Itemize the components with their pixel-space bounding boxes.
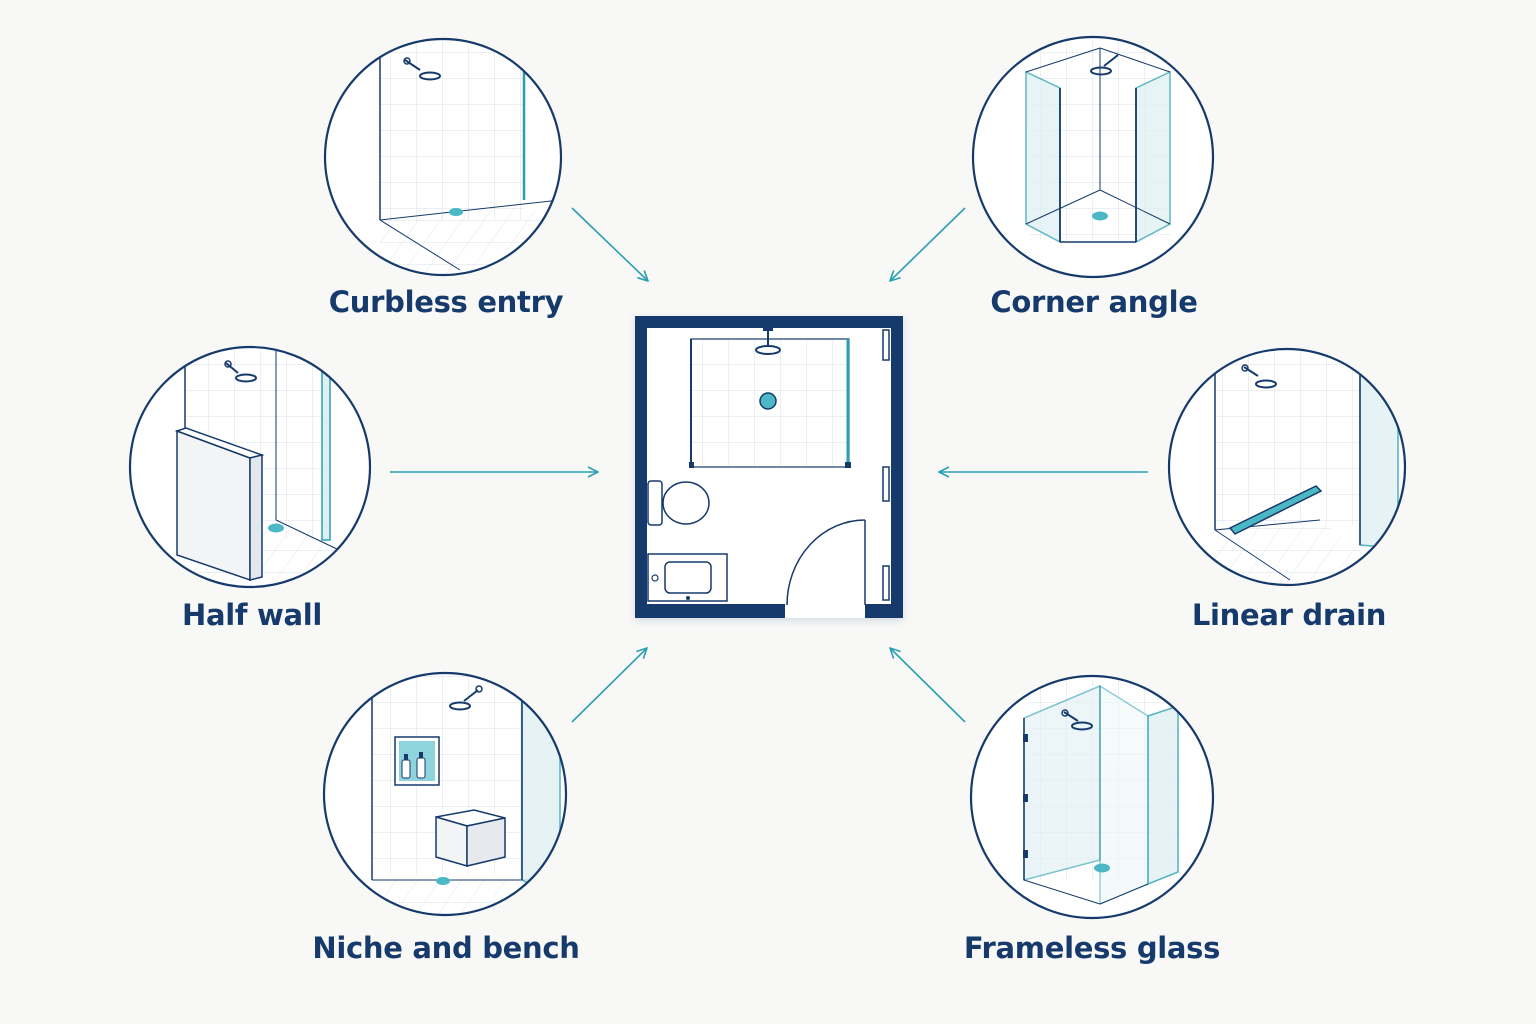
label-linear-drain: Linear drain — [1191, 598, 1387, 632]
label-frameless-glass: Frameless glass — [963, 931, 1221, 965]
label-niche-and-bench: Niche and bench — [312, 931, 580, 965]
frameless-glass-shower-icon — [969, 674, 1215, 920]
label-curbless-entry: Curbless entry — [328, 285, 564, 319]
arrows — [390, 207, 1148, 723]
niche-bench-shower-icon — [322, 671, 568, 917]
half-wall-shower-icon — [128, 345, 372, 589]
label-corner-angle: Corner angle — [990, 285, 1198, 319]
arrow-corner — [890, 207, 966, 281]
linear-drain-shower-icon — [1167, 347, 1407, 587]
arrow-curbless — [571, 207, 648, 281]
corner-shower-icon — [971, 35, 1215, 279]
arrow-niche — [571, 648, 647, 723]
label-half-wall: Half wall — [181, 598, 323, 632]
bathroom-floor-plan-icon — [635, 316, 903, 618]
curbless-shower-icon — [323, 37, 563, 277]
arrow-frameless — [890, 648, 966, 723]
